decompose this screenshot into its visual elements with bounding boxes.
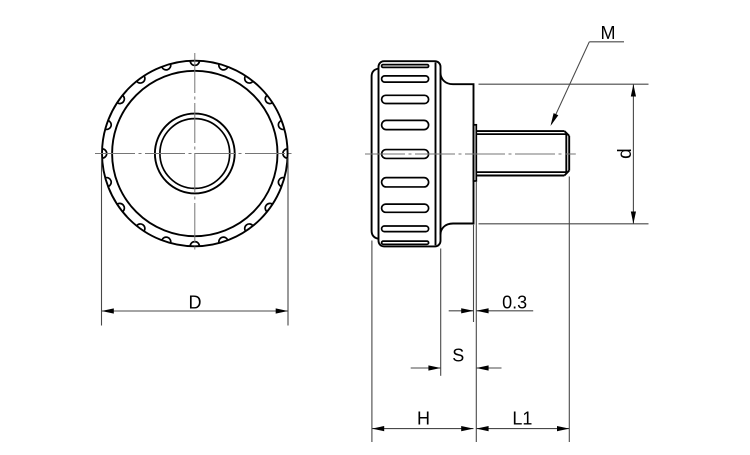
svg-text:H: H — [417, 409, 430, 429]
svg-text:0.3: 0.3 — [502, 293, 527, 313]
svg-text:L1: L1 — [512, 409, 532, 429]
svg-text:M: M — [601, 23, 616, 43]
svg-text:d: d — [615, 148, 636, 159]
svg-text:D: D — [189, 292, 202, 312]
svg-text:S: S — [452, 345, 464, 365]
